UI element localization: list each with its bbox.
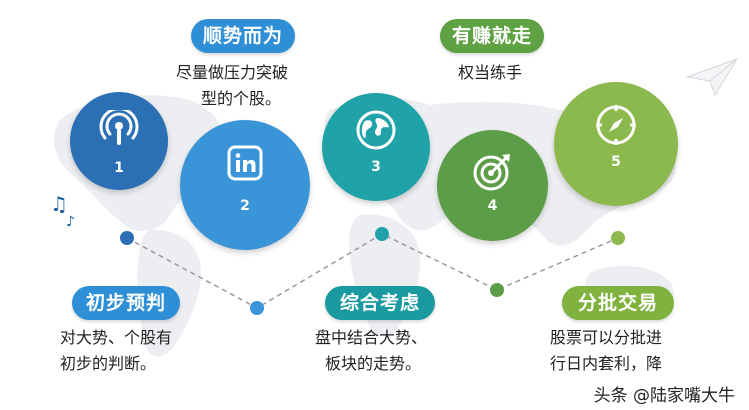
globe-icon — [356, 110, 396, 150]
step-circle-1: 1 — [70, 92, 168, 190]
timeline-dot-1 — [120, 231, 134, 245]
pill-fenpi: 分批交易 — [562, 286, 674, 320]
timeline-dot-2 — [250, 301, 264, 315]
step-number-2: 2 — [240, 198, 250, 214]
compass-icon — [596, 105, 636, 145]
music-note-icon-small: ♪ — [66, 214, 75, 230]
podcast-icon — [99, 110, 139, 145]
step-number-3: 3 — [371, 159, 381, 175]
desc-chubu-line2: 初步的判断。 — [60, 354, 157, 373]
desc-fenpi-line2: 行日内套利，降 — [550, 354, 663, 373]
pill-shunshi: 顺势而为 — [191, 19, 295, 53]
desc-chubu-line1: 对大势、个股有 — [60, 328, 173, 347]
step-circle-3: 3 — [322, 93, 430, 201]
music-note-icon: ♫ — [50, 192, 68, 216]
desc-zonghe-line1: 盘中结合大势、 — [315, 328, 428, 347]
desc-shunshi-line2: 型的个股。 — [201, 89, 282, 108]
linkedin-icon — [227, 145, 263, 181]
desc-youzhuan-line1: 权当练手 — [458, 63, 523, 82]
pill-chubu: 初步预判 — [72, 286, 180, 320]
timeline-dot-4 — [490, 283, 504, 297]
step-circle-2: 2 — [180, 120, 310, 250]
paper-plane-icon — [685, 58, 739, 97]
step-number-5: 5 — [611, 154, 621, 170]
step-circle-4: 4 — [437, 130, 548, 241]
pill-zonghe: 综合考虑 — [325, 286, 435, 320]
step-number-4: 4 — [487, 198, 498, 214]
desc-shunshi-line1: 尽量做压力突破 — [176, 63, 289, 82]
step-circle-5: 5 — [554, 82, 678, 206]
timeline-dot-3 — [375, 227, 389, 241]
watermark: 头条 @陆家嘴大牛 — [593, 386, 735, 406]
timeline-dot-5 — [611, 231, 625, 245]
desc-fenpi-line1: 股票可以分批进 — [550, 328, 663, 347]
target-icon — [473, 154, 510, 191]
desc-zonghe-line2: 板块的走势。 — [325, 354, 422, 373]
step-number-1: 1 — [114, 160, 124, 176]
pill-youzhuan: 有赚就走 — [440, 19, 544, 53]
